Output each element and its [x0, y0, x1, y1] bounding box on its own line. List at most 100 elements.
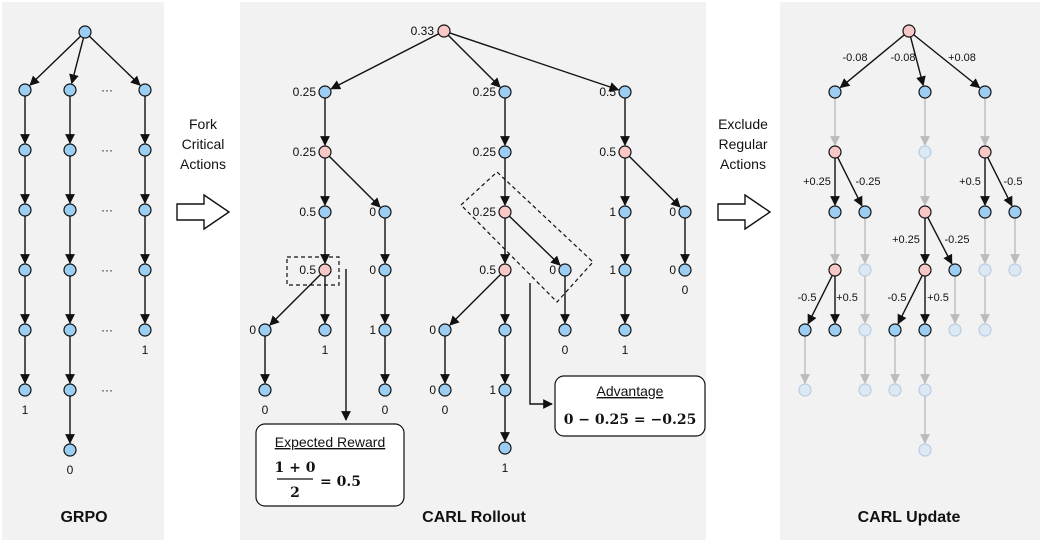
advantage-box — [554, 375, 706, 437]
update-node-c2 — [858, 205, 872, 219]
update-node-d2 — [858, 263, 872, 277]
rollout-leaf-reward: 0 — [682, 283, 689, 297]
rollout-node-root — [437, 24, 451, 38]
rollout-node-e6 — [558, 323, 572, 337]
fork-label-1: Fork — [189, 116, 218, 132]
rollout-node-d3 — [498, 263, 512, 277]
grpo-node — [63, 323, 77, 337]
update-node-e1 — [798, 323, 812, 337]
rollout-value: 0 — [249, 323, 256, 337]
rollout-node-a2 — [498, 85, 512, 99]
grpo-node — [18, 323, 32, 337]
update-node-a3 — [978, 85, 992, 99]
rollout-edge — [269, 273, 322, 326]
rollout-node-d5 — [618, 263, 632, 277]
rollout-node-a1 — [318, 85, 332, 99]
grpo-node — [63, 83, 77, 97]
rollout-edge — [330, 33, 439, 90]
update-node-d4 — [948, 263, 962, 277]
tree-nodes — [18, 24, 1022, 457]
exclude-label-1: Exclude — [718, 116, 768, 132]
rollout-value: 0 — [549, 263, 556, 277]
expected-result: = 0.5 — [320, 474, 361, 490]
rollout-node-c4 — [618, 205, 632, 219]
update-adv: +0.5 — [927, 292, 949, 304]
grpo-title: GRPO — [60, 509, 107, 526]
rollout-edge — [449, 32, 620, 92]
grpo-node — [18, 143, 32, 157]
update-node-b2 — [918, 145, 932, 159]
fork-label-3: Actions — [180, 156, 226, 172]
update-node-c4 — [978, 205, 992, 219]
rollout-node-c3 — [498, 205, 512, 219]
update-node-d3 — [918, 263, 932, 277]
update-node-b1 — [828, 145, 842, 159]
rollout-value: 0.5 — [479, 263, 496, 277]
grpo-edge — [69, 37, 85, 85]
rollout-node-f1 — [258, 383, 272, 397]
rollout-node-c5 — [678, 205, 692, 219]
update-node-e2 — [828, 323, 842, 337]
rollout-value: 0.5 — [299, 205, 316, 219]
rollout-leaf-reward: 0 — [382, 403, 389, 417]
rollout-node-f2 — [378, 383, 392, 397]
grpo-ellipsis: ··· — [101, 383, 113, 397]
rollout-node-b1 — [318, 145, 332, 159]
rollout-node-d1 — [318, 263, 332, 277]
advantage-formula: 0 − 0.25 = −0.25 — [564, 412, 697, 428]
update-edge — [897, 275, 923, 325]
grpo-node — [138, 263, 152, 277]
update-node-d6 — [1008, 263, 1022, 277]
update-adv: -0.5 — [798, 292, 817, 304]
rollout-value: 0 — [669, 263, 676, 277]
rollout-leaf-reward: 0 — [562, 343, 569, 357]
update-edge — [909, 36, 926, 87]
update-node-g1 — [918, 443, 932, 457]
grpo-ellipsis: ··· — [101, 203, 113, 217]
exclude-label-3: Actions — [720, 156, 766, 172]
update-node-e3 — [858, 323, 872, 337]
rollout-value: 0.25 — [293, 85, 317, 99]
update-node-c5 — [1008, 205, 1022, 219]
update-node-e4 — [888, 323, 902, 337]
rollout-value: 0.25 — [473, 145, 497, 159]
rollout-node-g1 — [498, 441, 512, 455]
update-adv: +0.08 — [948, 52, 976, 64]
rollout-leaf-reward: 1 — [502, 461, 509, 475]
update-edge — [837, 157, 863, 207]
fork-arrow-icon — [176, 193, 231, 231]
update-adv: -0.5 — [1004, 176, 1023, 188]
update-node-f1 — [798, 383, 812, 397]
grpo-node — [63, 263, 77, 277]
rollout-value: 0.25 — [473, 205, 497, 219]
grpo-node — [138, 83, 152, 97]
update-edge — [807, 275, 833, 325]
grpo-node — [18, 203, 32, 217]
rollout-leaf-reward: 0 — [262, 403, 269, 417]
update-node-b3 — [978, 145, 992, 159]
rollout-node-b2 — [498, 145, 512, 159]
rollout-leaf-reward: 1 — [622, 343, 629, 357]
rollout-edge — [508, 215, 561, 266]
rollout-value: 0.5 — [299, 263, 316, 277]
update-edge — [927, 217, 953, 265]
rollout-value: 1 — [489, 383, 496, 397]
rollout-edge — [628, 155, 681, 208]
grpo-reward: 1 — [142, 343, 149, 357]
expected-denominator: 2 — [290, 485, 300, 501]
expected-numerator: 1 + 0 — [275, 460, 316, 476]
update-panel — [780, 2, 1040, 540]
rollout-edge — [328, 155, 381, 208]
rollout-value: 1 — [609, 205, 616, 219]
rollout-node-c2 — [378, 205, 392, 219]
update-edge — [913, 34, 981, 89]
grpo-ellipsis: ··· — [101, 143, 113, 157]
rollout-node-e2 — [318, 323, 332, 337]
grpo-root-node — [78, 25, 92, 39]
rollout-value: 1 — [369, 323, 376, 337]
grpo-node — [18, 83, 32, 97]
update-adv: -0.25 — [855, 176, 880, 188]
update-node-f3 — [888, 383, 902, 397]
update-node-root — [902, 24, 916, 38]
